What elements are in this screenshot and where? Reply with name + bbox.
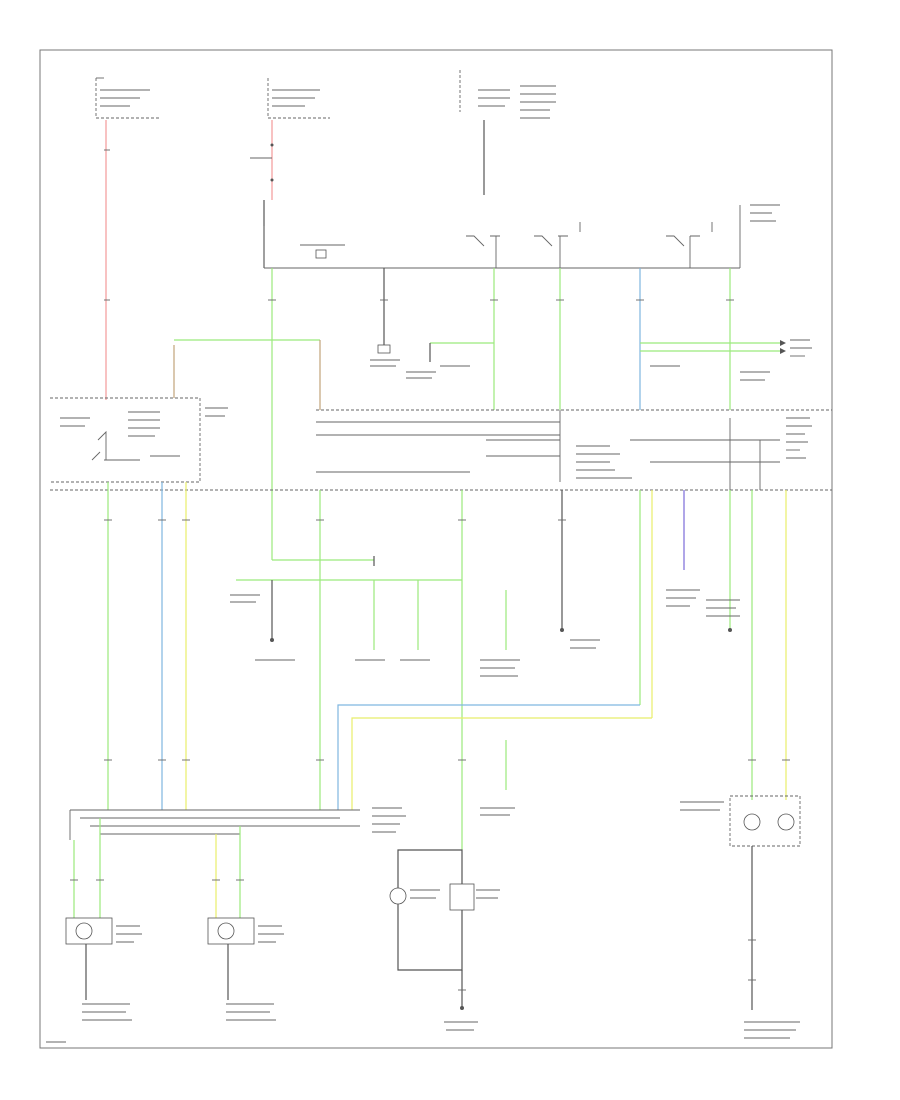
combination-switch	[263, 204, 780, 269]
turn-signal-lamps	[389, 849, 500, 1031]
connector-marks	[70, 149, 790, 991]
fuse-box-left	[95, 77, 160, 119]
lighting-switch	[50, 397, 228, 483]
ignition-switch-block	[459, 70, 556, 119]
combination-meter	[680, 795, 801, 1039]
control-unit	[50, 409, 832, 491]
front-combination-lamp-right	[207, 917, 284, 1021]
junction-connector	[69, 807, 406, 840]
diagram-frame	[39, 49, 833, 1049]
front-combination-lamp-left	[65, 917, 142, 1021]
fuse-box-center	[267, 78, 330, 119]
